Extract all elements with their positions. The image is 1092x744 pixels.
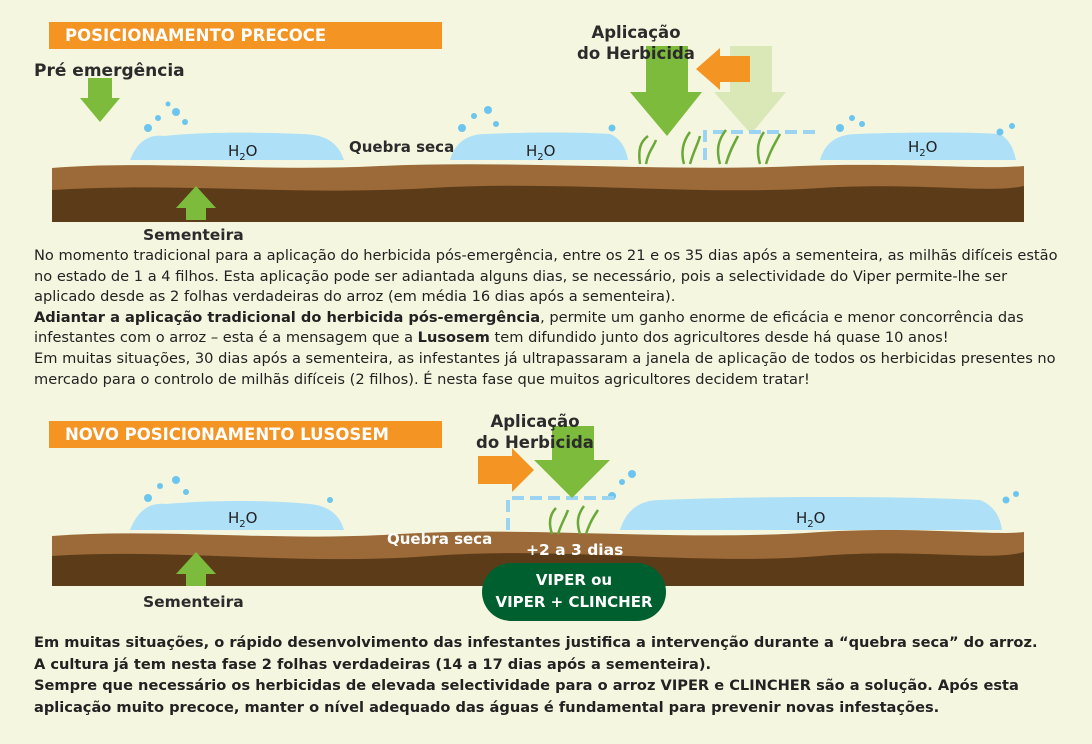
orange-arrow: [696, 48, 750, 90]
water-label-right: H2O: [908, 138, 937, 159]
bottom-line-3: Sempre que necessário os herbicidas de e…: [34, 677, 1019, 716]
product-pill: VIPER ou VIPER + CLINCHER: [482, 563, 666, 621]
description-paragraph-2: Em muitas situações, o rápido desenvolvi…: [34, 632, 1074, 718]
seedbed-label-2: Sementeira: [143, 593, 244, 611]
splash-left-2: [144, 476, 333, 503]
dry-break-label-2: Quebra seca: [387, 530, 493, 548]
water-label-left: H2O: [228, 142, 257, 163]
seedbed-label-1: Sementeira: [143, 226, 244, 244]
paragraph-2-part-b: tem difundido junto dos agricultores des…: [489, 329, 949, 347]
splash-left: [144, 101, 188, 132]
splash-right: [836, 115, 1015, 136]
paragraph-2-brand: Lusosem: [417, 329, 490, 347]
pill-line2: VIPER + CLINCHER: [495, 593, 653, 611]
seedbed-arrow-2: [176, 552, 216, 586]
section1-diagram: H2O H2O H2O: [52, 46, 1024, 222]
application-arrow-2: [534, 426, 610, 498]
application-label-1-line1: Aplicação: [591, 23, 681, 42]
water-label-right-2: H2O: [796, 509, 825, 530]
water-pool-left: [130, 132, 344, 160]
paragraph-2-part-a: , permite um ganho enorme de eficácia e …: [34, 308, 1024, 347]
application-label-2: Aplicação do Herbicida: [470, 411, 600, 453]
bottom-line-2: A cultura já tem nesta fase 2 folhas ver…: [34, 655, 712, 673]
weed-plants-2: [548, 505, 600, 535]
days-label: +2 a 3 dias: [526, 541, 624, 559]
section1-banner: POSICIONAMENTO PRECOCE: [49, 22, 442, 49]
application-label-1: Aplicação do Herbicida: [566, 22, 706, 64]
bottom-line-1: Em muitas situações, o rápido desenvolvi…: [34, 634, 1038, 651]
section2-banner: NOVO POSICIONAMENTO LUSOSEM: [49, 421, 442, 448]
application-label-2-line1: Aplicação: [490, 412, 580, 431]
paragraph-1-text: No momento tradicional para a aplicação …: [34, 247, 1058, 306]
pre-emergence-arrow: [80, 78, 120, 122]
dashed-water-line-2: [506, 496, 620, 530]
water-pool-right: [820, 132, 1016, 160]
orange-arrow-2: [478, 448, 534, 492]
water-pool-left-2: [130, 501, 344, 530]
pill-line1: VIPER ou: [535, 571, 613, 589]
pre-emergence-label: Pré emergência: [34, 61, 185, 81]
dry-break-label-1: Quebra seca: [349, 138, 455, 156]
seedbed-arrow: [176, 186, 216, 220]
description-paragraph-1: No momento tradicional para a aplicação …: [34, 246, 1064, 390]
dashed-water-line: [703, 130, 820, 160]
water-label-middle: H2O: [526, 142, 555, 163]
splash-middle: [458, 106, 616, 132]
water-pool-right-2: [620, 497, 1002, 530]
paragraph-3-text: Em muitas situações, 30 dias após a seme…: [34, 349, 1056, 388]
application-label-1-line2: do Herbicida: [577, 44, 695, 63]
water-label-left-2: H2O: [228, 509, 257, 530]
paragraph-2-text: Adiantar a aplicação tradicional do herb…: [34, 308, 1064, 349]
application-label-2-line2: do Herbicida: [476, 433, 594, 452]
soil-bottom-layer: [52, 185, 1024, 222]
weed-plants-1: [638, 129, 782, 165]
paragraph-2-bold-lead: Adiantar a aplicação tradicional do herb…: [34, 308, 541, 326]
water-pool-middle: [450, 132, 628, 160]
application-arrow: [630, 46, 702, 136]
